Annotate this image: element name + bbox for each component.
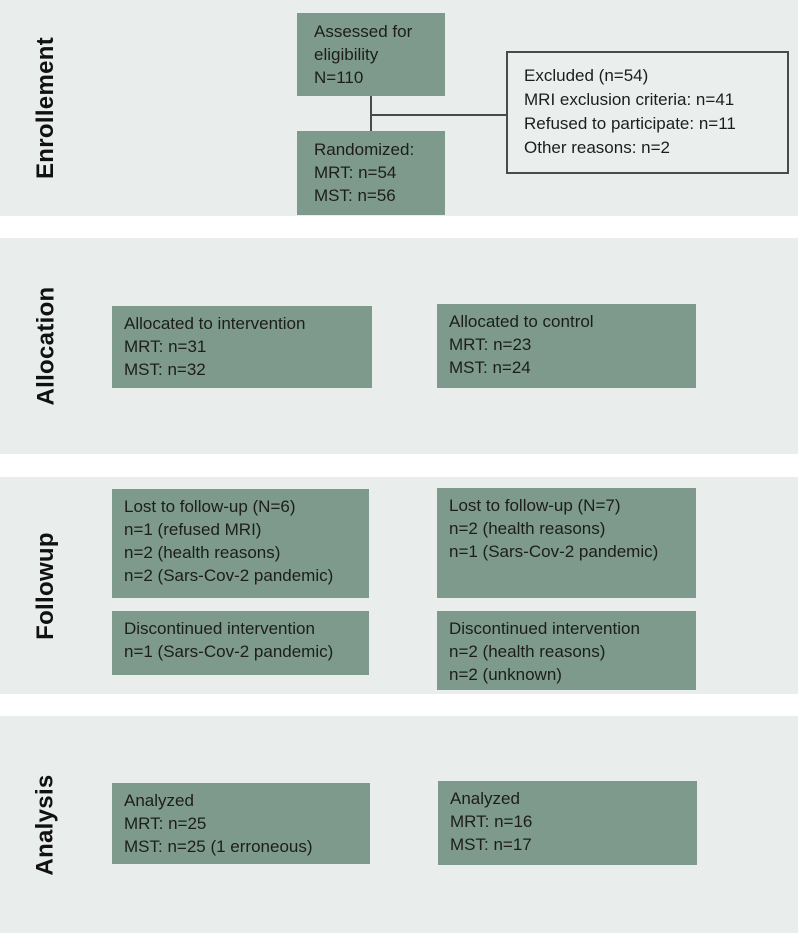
followup-label-text: Followup	[32, 531, 59, 640]
box-assessed-eligibility: Assessed for eligibility N=110	[297, 13, 445, 96]
analysis-label-text: Analysis	[32, 773, 59, 876]
box-analyzed-intervention: Analyzed MRT: n=25 MST: n=25 (1 erroneou…	[112, 783, 370, 864]
box-randomized: Randomized: MRT: n=54 MST: n=56	[297, 131, 445, 215]
band-label-analysis: Analysis	[0, 716, 92, 933]
band-label-allocation: Allocation	[0, 238, 92, 454]
allocation-label-text: Allocation	[32, 286, 60, 406]
band-label-followup: Followup	[0, 477, 92, 694]
box-analyzed-control: Analyzed MRT: n=16 MST: n=17	[438, 781, 697, 865]
box-lost-followup-control: Lost to follow-up (N=7) n=2 (health reas…	[437, 488, 696, 598]
box-allocated-control: Allocated to control MRT: n=23 MST: n=24	[437, 304, 696, 388]
box-discontinued-control: Discontinued intervention n=2 (health re…	[437, 611, 696, 690]
box-lost-followup-intervention: Lost to follow-up (N=6) n=1 (refused MRI…	[112, 489, 369, 598]
connector-horizontal-line	[371, 114, 506, 116]
enrollment-label-text: Enrollement	[32, 37, 59, 179]
band-label-enrollment: Enrollement	[0, 0, 92, 216]
box-allocated-intervention: Allocated to intervention MRT: n=31 MST:…	[112, 306, 372, 388]
box-excluded: Excluded (n=54) MRI exclusion criteria: …	[506, 51, 789, 174]
box-discontinued-intervention: Discontinued intervention n=1 (Sars-Cov-…	[112, 611, 369, 675]
